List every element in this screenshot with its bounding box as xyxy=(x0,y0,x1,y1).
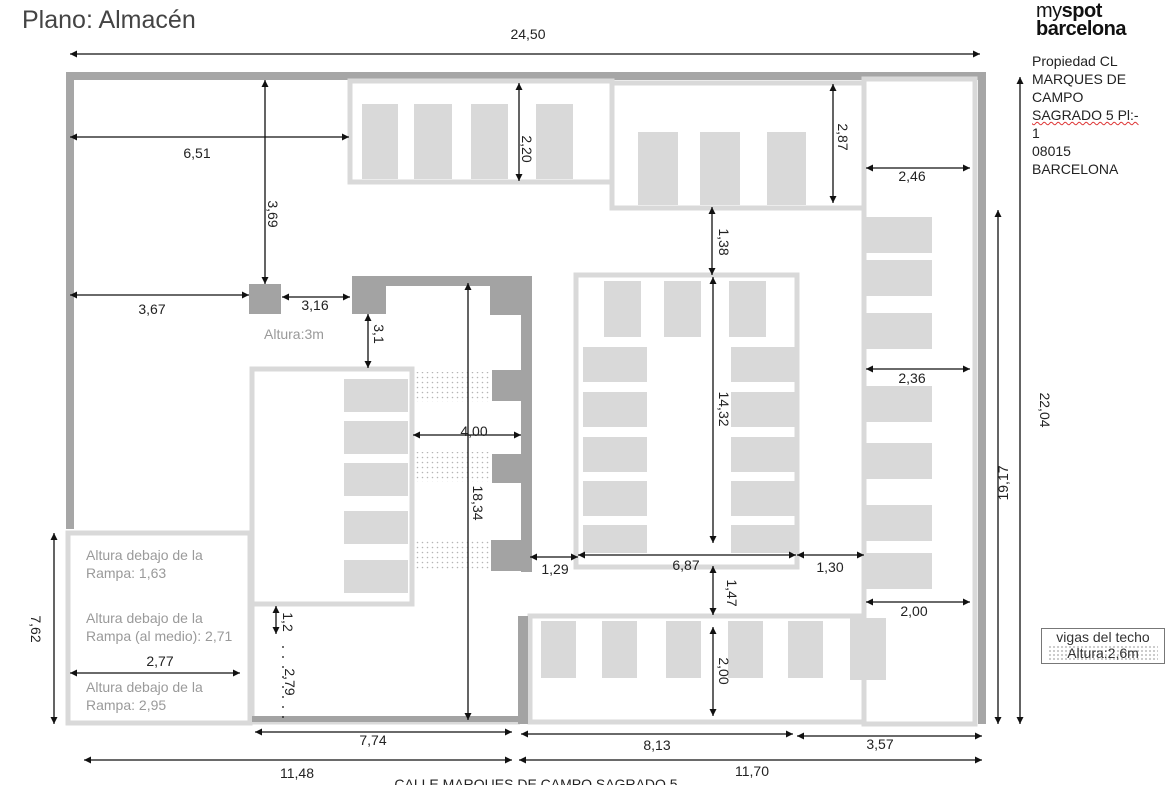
annotations: Altura:3m Altura debajo de la Rampa: 1,6… xyxy=(86,326,324,713)
dim-corridor-width: 4,00 xyxy=(460,423,487,439)
dim-bottom-right-total: 11,70 xyxy=(735,763,769,779)
street-name: CALLE MARQUES DE CAMPO SAGRADO 5 xyxy=(394,776,677,785)
brand-line1-light: my xyxy=(1036,0,1062,22)
ramp-note-3-line1: Altura debajo de la xyxy=(86,679,203,695)
dim-ramp-length: 2,79 xyxy=(282,668,298,695)
dim-gap-left: 1,29 xyxy=(541,561,568,577)
dim-aisle-low: 1,47 xyxy=(724,579,740,606)
address-line: 1 xyxy=(1032,125,1040,141)
brand-line1-bold: spot xyxy=(1061,0,1103,22)
ramp-note-1-line1: Altura debajo de la xyxy=(86,547,203,563)
dim-side-height: 19,17 xyxy=(995,465,1011,500)
legend-box: vigas del techo Altura:2,6m xyxy=(1041,628,1165,664)
ramp-note-1-line2: Rampa: 1,63 xyxy=(86,565,166,581)
dim-ramp-width: 2,77 xyxy=(146,653,173,669)
address-line: MARQUES DE xyxy=(1032,71,1127,87)
dim-pillar-gap: 3,16 xyxy=(301,297,328,313)
legend-line: vigas del techo xyxy=(1056,629,1150,645)
dim-long-depth: 18,34 xyxy=(470,485,486,520)
ceiling-beams xyxy=(416,372,491,570)
ramp-note-2-line1: Altura debajo de la xyxy=(86,610,203,626)
dim-central-depth: 14,32 xyxy=(716,391,732,426)
legend-line-dotted: Altura:2,6m xyxy=(1048,645,1158,661)
dim-top-left-depth: 3,69 xyxy=(265,200,281,227)
address-line: BARCELONA xyxy=(1032,161,1119,177)
dim-central-width: 6,87 xyxy=(672,557,699,573)
dim-pillar-offset: 3,67 xyxy=(138,301,165,317)
dimension-labels: 24,50 6,51 3,67 3,69 3,16 3,1 2,20 2,87 … xyxy=(28,26,1053,781)
dim-bottom-mid: 8,13 xyxy=(643,737,670,753)
dim-top-right-depth: 2,87 xyxy=(835,123,851,150)
dim-right-aisle-low: 2,00 xyxy=(900,603,927,619)
page-title: Plano: Almacén xyxy=(22,6,196,34)
dimension-lines xyxy=(50,50,1024,764)
dim-right-aisle-top: 2,46 xyxy=(898,168,925,184)
address-line: SAGRADO 5 Pl:- xyxy=(1032,107,1139,123)
dim-total-height: 22,04 xyxy=(1037,392,1053,427)
dim-ramp-step: 1,2 xyxy=(280,612,296,632)
storage-units xyxy=(344,104,932,680)
dim-right-aisle-mid: 2,36 xyxy=(898,370,925,386)
dim-width-total: 24,50 xyxy=(510,26,545,42)
dim-top-block-depth: 2,20 xyxy=(519,135,535,162)
pillar-height-note: Altura:3m xyxy=(264,326,324,342)
property-address: Propiedad CL MARQUES DE CAMPO SAGRADO 5 … xyxy=(1032,52,1162,178)
dim-bottom-left-total: 11,48 xyxy=(280,765,314,781)
dim-top-left-width: 6,51 xyxy=(183,145,210,161)
dim-bottom-left-a: 7,74 xyxy=(359,732,386,748)
dim-bottom-block-depth: 2,00 xyxy=(716,657,732,684)
address-line: CAMPO xyxy=(1032,89,1084,105)
dim-aisle-gap: 1,38 xyxy=(716,228,732,255)
address-line: 08015 xyxy=(1032,143,1071,159)
outer-walls xyxy=(66,72,986,724)
address-line: Propiedad CL xyxy=(1032,53,1118,69)
dim-wall-gap: 3,1 xyxy=(371,324,387,344)
brand-logo: myspot barcelona xyxy=(1036,0,1126,40)
dim-ramp-height: 7,62 xyxy=(28,615,44,642)
inner-walls xyxy=(65,76,978,727)
ramp-note-2-line2: Rampa (al medio): 2,71 xyxy=(86,628,233,644)
brand-line2: barcelona xyxy=(1036,18,1126,40)
ramp-note-3-line2: Rampa: 2,95 xyxy=(86,697,166,713)
structural-walls xyxy=(249,276,532,724)
dim-gap-right: 1,30 xyxy=(816,559,843,575)
dim-bottom-right: 3,57 xyxy=(866,736,893,752)
